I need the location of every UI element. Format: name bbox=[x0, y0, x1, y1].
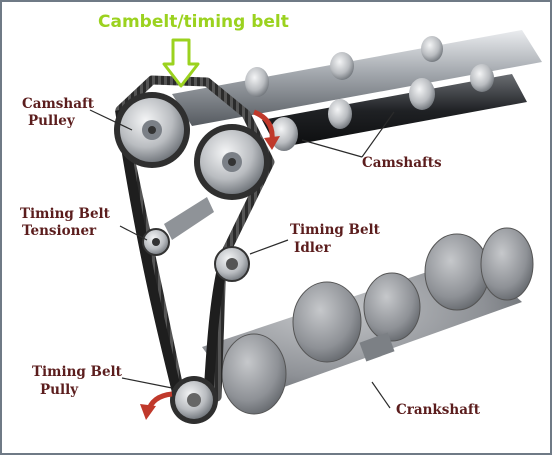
rotation-arrow-camshaft bbox=[252, 109, 275, 141]
label-tensioner-line2: Tensioner bbox=[22, 223, 97, 239]
label-tensioner-line1: Timing Belt bbox=[20, 206, 110, 222]
label-belt-pulley-line2: Pully bbox=[40, 382, 79, 398]
label-camshafts: Camshafts bbox=[362, 155, 442, 171]
crankshaft bbox=[202, 227, 534, 415]
rotation-arrowhead-crank bbox=[140, 404, 156, 420]
label-camshaft-pulley-line2: Pulley bbox=[28, 113, 75, 129]
down-arrow-icon bbox=[162, 38, 200, 88]
tensioner-pulley bbox=[142, 197, 214, 256]
camshaft-pulley-right bbox=[194, 124, 270, 200]
diagram-title: Cambelt/timing belt bbox=[98, 12, 289, 32]
leader-lines bbox=[89, 109, 395, 409]
label-idler-line2: Idler bbox=[294, 240, 331, 256]
label-crankshaft: Crankshaft bbox=[396, 402, 480, 418]
label-belt-pulley-line1: Timing Belt bbox=[32, 364, 122, 380]
crank-timing-pulley bbox=[170, 376, 218, 424]
label-idler-line1: Timing Belt bbox=[290, 222, 380, 238]
camshaft-pulley-left bbox=[114, 92, 190, 168]
camshafts bbox=[172, 30, 542, 151]
rotation-arrowhead-camshaft bbox=[264, 136, 280, 150]
label-camshaft-pulley-line1: Camshaft bbox=[22, 96, 94, 112]
idler-pulley bbox=[214, 246, 250, 282]
